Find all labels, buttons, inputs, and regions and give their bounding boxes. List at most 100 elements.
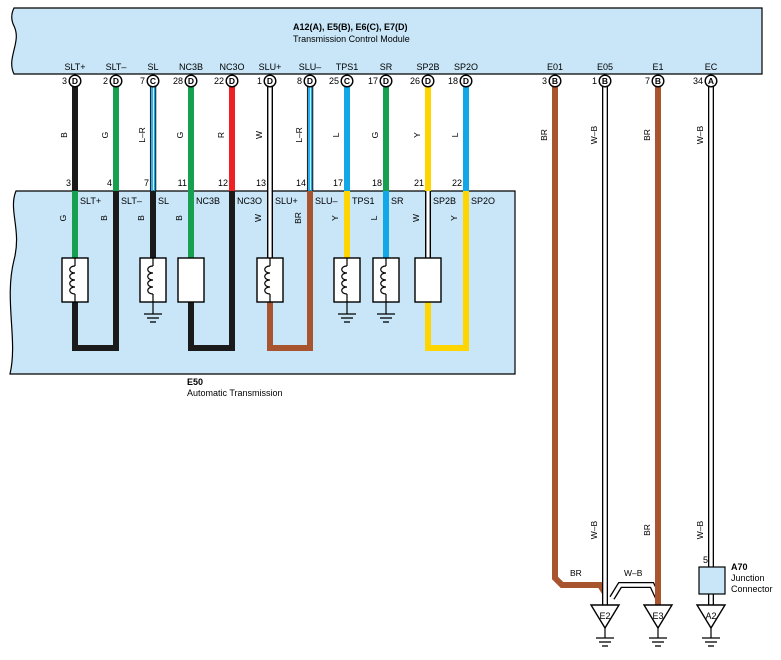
ecm-pin-e01-letter: B <box>552 76 558 86</box>
ecm-pin-slu– <box>303 74 317 88</box>
junction-connector <box>698 566 726 595</box>
switch-nc3 <box>177 257 205 303</box>
wire-code-6: L–R <box>294 127 304 143</box>
ecm-pin-e01 <box>548 74 562 88</box>
ecm-pin-number: 1 <box>592 76 597 86</box>
ecm-pin-name: E01 <box>547 62 563 72</box>
ecm-pin-number: 7 <box>645 76 650 86</box>
ecm-pin-sp2b-letter: D <box>425 76 431 86</box>
ground-label-a2: A2 <box>705 611 716 621</box>
ecm-pin-name: E1 <box>652 62 663 72</box>
tr-pin-name: NC3O <box>237 196 262 206</box>
ecm-pin-number: 8 <box>297 76 302 86</box>
ecm-pin-sl-letter: C <box>150 76 156 86</box>
solenoid-sl-winding <box>147 265 154 295</box>
ecm-pin-name: SL <box>147 62 158 72</box>
ecm-pin-number: 26 <box>410 76 420 86</box>
wire-code-4: R <box>216 132 226 138</box>
ecm-pin-ec-letter: A <box>708 76 714 86</box>
ecm-pin-name: SLU+ <box>259 62 282 72</box>
ecm-pin-name: NC3B <box>179 62 203 72</box>
solenoid-slt-winding <box>69 265 76 295</box>
wire-code-7: L <box>331 132 341 137</box>
wire-code-12: W–B <box>589 125 599 144</box>
tr-wire-code: Y <box>449 215 459 221</box>
ground-a2 <box>695 604 727 630</box>
ecm-pin-sr-letter: D <box>383 76 389 86</box>
tr-wire-code: G <box>58 215 68 222</box>
code-e05: W–B <box>589 520 599 539</box>
ecm-pin-slu+-letter: D <box>267 76 273 86</box>
tr-pin-name: SL <box>158 196 169 206</box>
ecm-pin-name: TPS1 <box>336 62 359 72</box>
ecm-pin-slt+ <box>68 74 82 88</box>
tr-pin-number: 4 <box>107 178 112 188</box>
wire-code-10: L <box>450 132 460 137</box>
ecm-pin-nc3b-letter: D <box>188 76 194 86</box>
ecm-pin-e05 <box>598 74 612 88</box>
ecm-subtitle: Transmission Control Module <box>293 34 410 44</box>
ecm-pin-number: 7 <box>140 76 145 86</box>
ecm-pin-slu+ <box>263 74 277 88</box>
wire-code-0: B <box>59 132 69 138</box>
tr-wire-code: B <box>99 215 109 221</box>
tr-pin-name: TPS1 <box>352 196 375 206</box>
wire-code-1: G <box>100 132 110 139</box>
ecm-pin-slt+-letter: D <box>72 76 78 86</box>
tr-wire-code: W <box>253 214 263 222</box>
ecm-pin-number: 34 <box>693 76 703 86</box>
solenoid-slu-winding <box>264 265 271 295</box>
ecm-pin-sp2b <box>421 74 435 88</box>
sensor-sp2 <box>414 257 442 303</box>
wire-code-2: L–R <box>137 127 147 143</box>
ecm-pin-e1-letter: B <box>655 76 661 86</box>
junction-label-1: Junction <box>731 573 765 583</box>
junction-pin: 5 <box>703 555 708 565</box>
wire-code-5: W <box>254 131 264 139</box>
ground-label-e3: E3 <box>652 611 663 621</box>
tr-pin-number: 12 <box>218 178 228 188</box>
wire-code-13: BR <box>642 129 652 141</box>
tr-pin-name: SLT+ <box>80 196 101 206</box>
ecm-pin-name: NC3O <box>219 62 244 72</box>
tr-pin-number: 17 <box>333 178 343 188</box>
tr-wire-code: B <box>174 215 184 221</box>
tr-pin-number: 21 <box>414 178 424 188</box>
transmission-label: Automatic Transmission <box>187 388 283 398</box>
ground-e2 <box>589 604 621 630</box>
tr-pin-name: SLU+ <box>275 196 298 206</box>
junction-label-2: Connector <box>731 584 773 594</box>
tr-pin-name: SR <box>391 196 404 206</box>
code-e1: BR <box>642 524 652 536</box>
wire-code-3: G <box>175 132 185 139</box>
code-ec: W–B <box>695 520 705 539</box>
ecm-pin-number: 2 <box>103 76 108 86</box>
ecm-pin-number: 1 <box>257 76 262 86</box>
ecm-pin-name: SP2O <box>454 62 478 72</box>
transmission-id: E50 <box>187 377 203 387</box>
wires <box>72 82 714 605</box>
solenoid-sr-winding <box>380 265 387 295</box>
tr-pin-name: SP2B <box>433 196 456 206</box>
tr-loop-slu <box>267 191 313 351</box>
ecm-pin-name: EC <box>705 62 718 72</box>
tr-wire-code: W <box>411 214 421 222</box>
tr-pin-name: SLU– <box>315 196 338 206</box>
ecm-pin-number: 18 <box>448 76 458 86</box>
ecm-pin-name: SR <box>380 62 393 72</box>
ecm-pin-name: SLU– <box>299 62 322 72</box>
tr-pin-name: SP2O <box>471 196 495 206</box>
ecm-pin-ec <box>704 74 718 88</box>
wire-code-11: BR <box>539 129 549 141</box>
ecm-pin-sp2o-letter: D <box>463 76 469 86</box>
tr-wire-code: L <box>369 215 379 220</box>
ground-e3 <box>642 604 674 630</box>
ecm-pin-number: 28 <box>173 76 183 86</box>
code-bridge: W–B <box>624 568 643 578</box>
tr-pin-number: 14 <box>296 178 306 188</box>
ecm-pin-number: 25 <box>329 76 339 86</box>
tr-loop-slt <box>72 191 119 351</box>
ecm-pin-name: E05 <box>597 62 613 72</box>
